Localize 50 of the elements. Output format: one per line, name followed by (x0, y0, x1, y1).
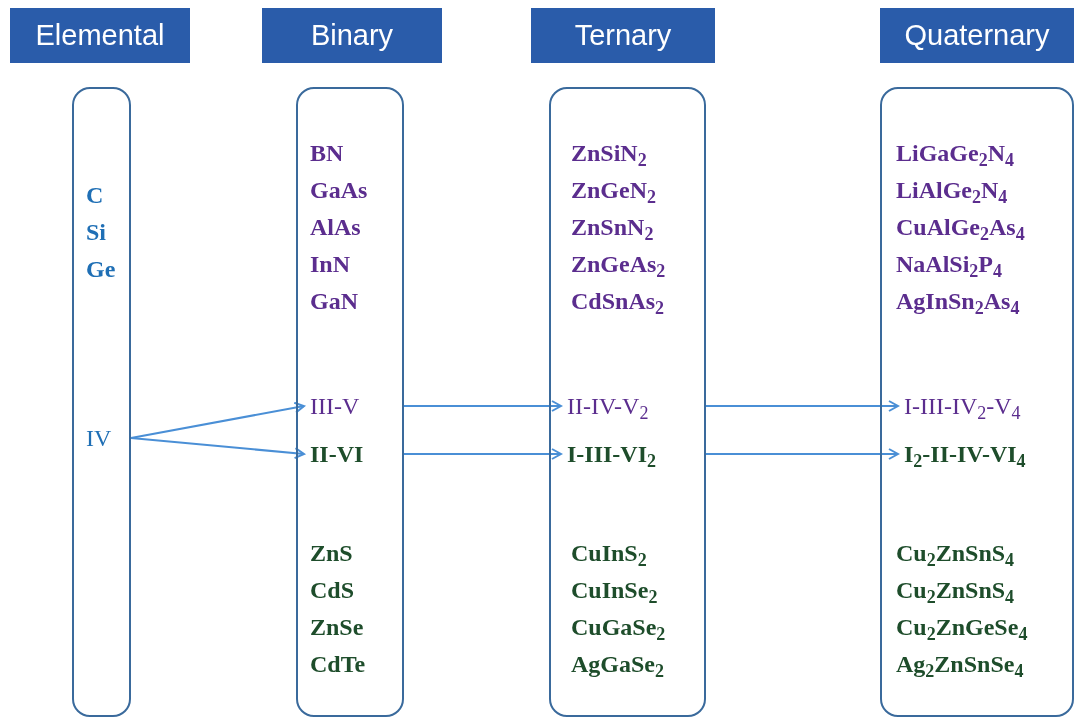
formula-text: ZnSnN$_{2}$ (571, 213, 654, 246)
formula-text: CdTe (310, 650, 366, 679)
class-label: II-VI (310, 437, 404, 471)
formula-text: Cu$_{2}$ZnSnS$_{4}$ (896, 539, 1015, 572)
formula-text: LiGaGe$_{2}$N$_{4}$ (896, 139, 1014, 172)
formula-text: CuInSe$_{2}$ (571, 576, 658, 609)
formula-text: CuGaSe$_{2}$ (571, 613, 666, 646)
formula-text: Cu$_{2}$ZnGeSe$_{4}$ (896, 613, 1028, 646)
formula-text: ZnGeN$_{2}$ (571, 176, 656, 209)
formula-text: GaN (310, 287, 358, 316)
formula-text: CuAlGe$_{2}$As$_{4}$ (896, 213, 1025, 246)
formula-text: AgInSn$_{2}$As$_{4}$ (896, 287, 1020, 320)
formula-text: ZnS (310, 539, 353, 568)
column-header: Quaternary (880, 8, 1074, 63)
column-box (880, 87, 1074, 717)
formula-text: ZnSiN$_{2}$ (571, 139, 647, 172)
class-label: III-V (310, 389, 404, 423)
formula-text: Ag$_{2}$ZnSnSe$_{4}$ (896, 650, 1024, 683)
column-header: Binary (262, 8, 442, 63)
arrow (705, 400, 899, 412)
arrow (403, 448, 562, 460)
formula-text: Ge (86, 255, 116, 284)
formula-text: BN (310, 139, 344, 168)
formula-text: CdSnAs$_{2}$ (571, 287, 665, 320)
formula-text: ZnSe (310, 613, 364, 642)
arrow (403, 400, 562, 412)
arrow (705, 448, 899, 460)
formula-text: AgGaSe$_{2}$ (571, 650, 664, 683)
formula-text: C (86, 181, 104, 210)
arrow (130, 437, 305, 460)
formula-text: Cu$_{2}$ZnSnS$_{4}$ (896, 576, 1015, 609)
class-label: I-III-VI$_{2}$ (567, 437, 706, 471)
formula-text: ZnGeAs$_{2}$ (571, 250, 666, 283)
class-label: II-IV-V$_{2}$ (567, 389, 706, 423)
formula-text: CuInS$_{2}$ (571, 539, 647, 572)
class-label: I-III-IV$_{2}$-V$_{4}$ (904, 389, 1072, 423)
column-box (296, 87, 404, 717)
formula-text: GaAs (310, 176, 368, 205)
formula-text: CdS (310, 576, 355, 605)
formula-text: NaAlSi$_{2}$P$_{4}$ (896, 250, 1003, 283)
column-box (549, 87, 706, 717)
formula-text: InN (310, 250, 351, 279)
column-header: Elemental (10, 8, 190, 63)
column-header: Ternary (531, 8, 715, 63)
formula-text: Si (86, 218, 106, 247)
column-box (72, 87, 131, 717)
class-label: I$_{2}$-II-IV-VI$_{4}$ (904, 437, 1072, 471)
class-label: IV (86, 421, 131, 455)
formula-text: AlAs (310, 213, 361, 242)
formula-text: LiAlGe$_{2}$N$_{4}$ (896, 176, 1008, 209)
